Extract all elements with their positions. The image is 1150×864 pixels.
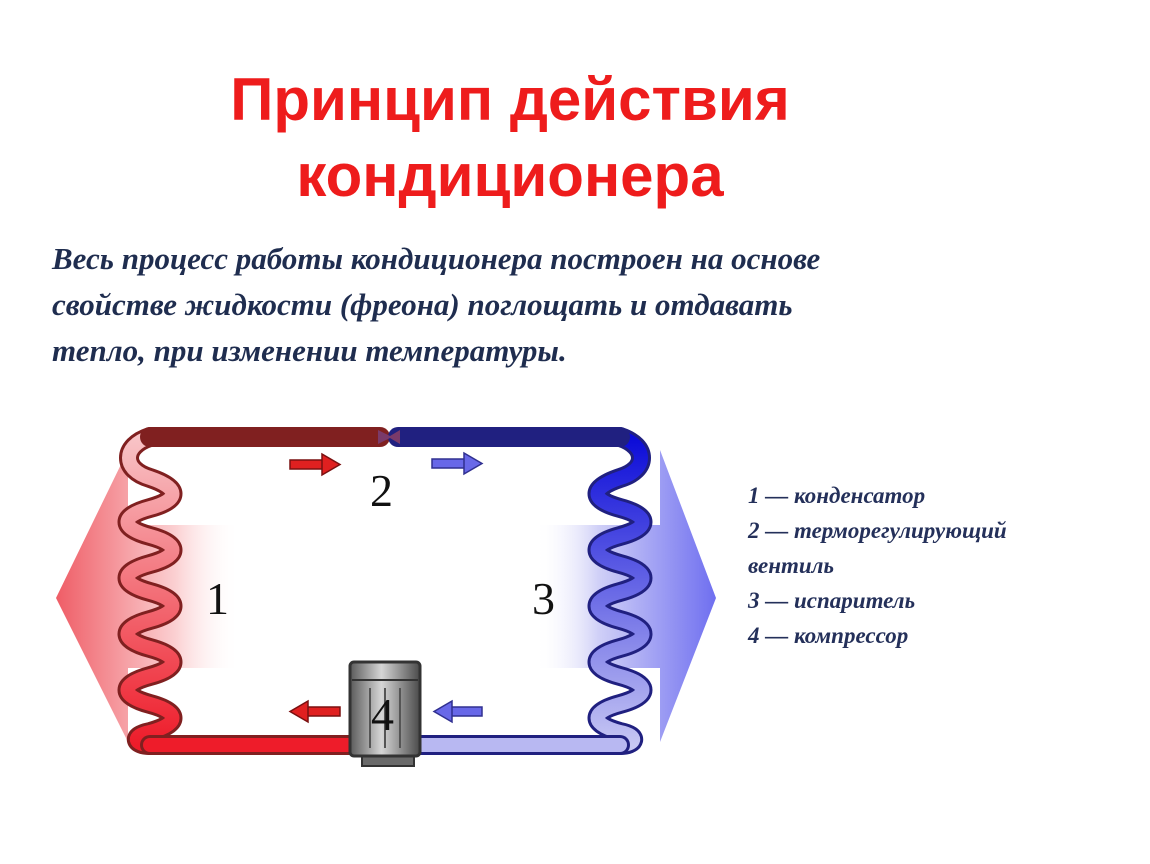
evaporator-coil [587,427,653,755]
condenser-number: 1 [206,573,229,624]
compressor-icon [348,660,422,767]
compressor-number: 4 [371,689,394,740]
legend-item-condenser: 1 — конденсатор [748,483,926,508]
intro-line-2: свойстве жидкости (фреона) поглощать и о… [52,287,793,322]
legend-item-compressor: 4 — компрессор [748,623,909,648]
flow-arrow-top-left [289,452,342,477]
flow-arrow-top-right [431,451,484,476]
title-line-1: Принцип действия [230,66,790,133]
legend-item-evaporator: 3 — испаритель [748,588,916,613]
intro-text: Весь процесс работы кондиционера построе… [52,236,1052,374]
intro-line-3: тепло, при изменении температуры. [52,333,567,368]
flow-arrow-bottom-left [288,699,341,724]
expansion-valve-icon [378,430,400,444]
diagram-legend: 1 — конденсатор 2 — терморегулирующий ве… [748,478,1007,653]
legend-item-valve-continued: вентиль [748,553,834,578]
valve-number: 2 [370,465,393,516]
page-title: Принцип действия кондиционера [0,62,1020,214]
evaporator-number: 3 [532,573,555,624]
title-line-2: кондиционера [296,142,724,209]
legend-item-valve: 2 — терморегулирующий [748,518,1007,543]
top-pipe [140,427,630,447]
condenser-coil [117,427,183,755]
flow-arrow-bottom-right [432,699,483,724]
intro-line-1: Весь процесс работы кондиционера построе… [52,241,821,276]
